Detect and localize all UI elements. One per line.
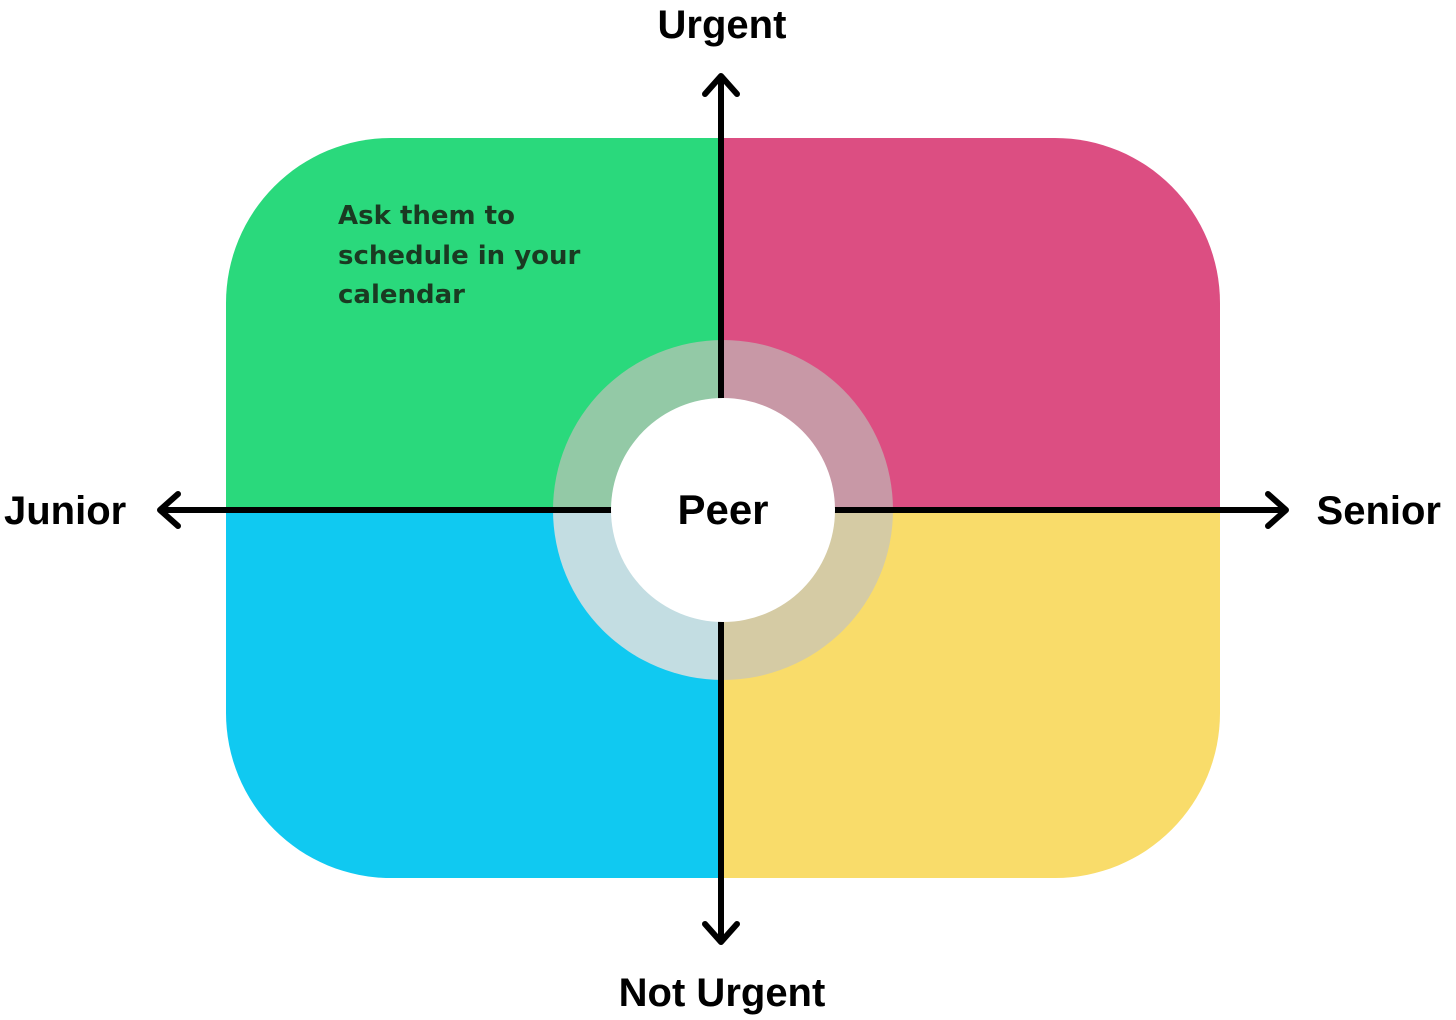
axis-label-left: Junior <box>4 489 126 533</box>
quadrant-top-left-text: Ask them to schedule in your calendar <box>338 201 589 310</box>
arrow-up-icon <box>702 73 740 97</box>
quadrant-top-left-text-line: Ask them to <box>338 201 515 231</box>
axis-label-top: Urgent <box>658 3 787 47</box>
quadrant-top-left-text-line: calendar <box>338 280 465 310</box>
arrow-right-icon <box>1265 491 1289 529</box>
quadrant-board <box>226 138 1220 878</box>
center-label: Peer <box>677 486 768 533</box>
arrow-left-icon <box>157 491 181 529</box>
arrow-down-icon <box>702 921 740 945</box>
quadrant-top-left-text-line: schedule in your <box>338 241 581 271</box>
axis-label-right: Senior <box>1317 489 1441 533</box>
center-circle <box>611 398 835 622</box>
axis-label-bottom: Not Urgent <box>619 971 826 1015</box>
